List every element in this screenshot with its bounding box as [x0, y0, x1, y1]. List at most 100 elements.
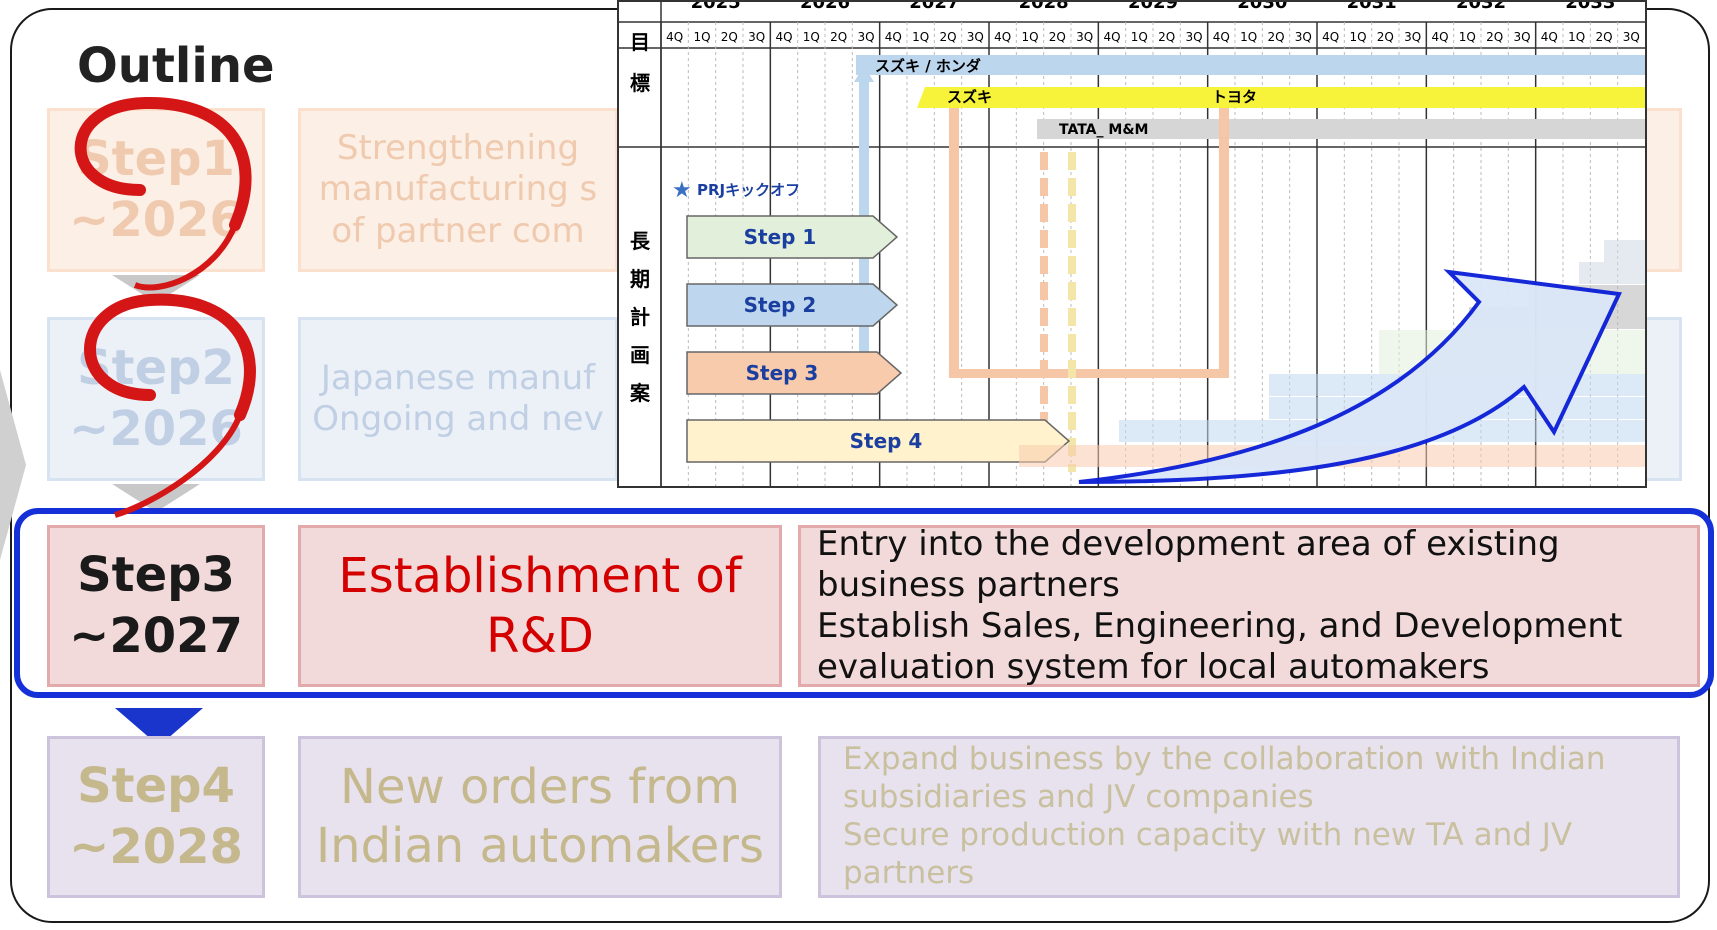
step3-desc-line: Establish Sales, Engineering, and Develo… — [817, 606, 1623, 646]
quarter-label: 4Q — [994, 30, 1011, 44]
quarter-label: 3Q — [1295, 30, 1312, 44]
stair-bar — [1604, 240, 1645, 262]
year-label: 2028 — [1019, 2, 1069, 13]
quarter-label: 3Q — [748, 30, 765, 44]
step3-label: Step3~2027 — [47, 525, 265, 687]
step4-title-line: Indian automakers — [315, 818, 765, 874]
step-bar — [686, 283, 899, 327]
step4-desc-line: Expand business by the collaboration wit… — [843, 741, 1606, 778]
quarter-label: 1Q — [1131, 30, 1148, 44]
goal-label: 標 — [630, 71, 650, 95]
step3-desc-line: evaluation system for local automakers — [817, 646, 1490, 687]
plan-label: 案 — [629, 381, 651, 405]
step3-desc-line: Entry into the development area of exist… — [817, 524, 1560, 565]
step3-period: ~2027 — [69, 608, 243, 664]
goal-bar-label: トヨタ — [1212, 88, 1257, 106]
quarter-label: 2Q — [1377, 30, 1394, 44]
growth-arrow-icon — [1078, 269, 1622, 484]
quarter-label: 1Q — [803, 30, 820, 44]
plan-label: 計 — [630, 305, 650, 329]
quarter-label: 4Q — [1541, 30, 1558, 44]
quarter-label: 2Q — [721, 30, 738, 44]
quarter-label: 4Q — [885, 30, 902, 44]
kickoff-label: PRJキックオフ — [697, 181, 800, 199]
quarter-label: 2Q — [1049, 30, 1066, 44]
year-label: 2033 — [1565, 2, 1615, 13]
quarter-label: 3Q — [967, 30, 984, 44]
step4-period: ~2028 — [69, 819, 243, 875]
plan-label: 長 — [630, 229, 651, 253]
step2-title-line: Ongoing and nev — [312, 399, 604, 439]
arrow-head-icon — [854, 66, 874, 82]
step3-name: Step3 — [77, 546, 235, 603]
goal-bar-tata — [1037, 119, 1645, 139]
quarter-label: 3Q — [1185, 30, 1202, 44]
outline-title: Outline — [77, 38, 275, 94]
step-bar-label: Step 4 — [850, 429, 923, 453]
quarter-label: 3Q — [857, 30, 874, 44]
year-label: 2030 — [1237, 2, 1287, 13]
quarter-label: 1Q — [1459, 30, 1476, 44]
goal-bar-suzuki-honda — [856, 55, 1645, 75]
step2-title-line: Japanese manuf — [320, 357, 596, 398]
goal-bar-suzuki-toyota — [917, 87, 1645, 108]
quarter-label: 2Q — [1158, 30, 1175, 44]
plan-label: 画 — [630, 343, 650, 367]
step-bar — [686, 215, 899, 259]
quarter-label: 4Q — [1431, 30, 1448, 44]
red-swirl-icon — [74, 96, 256, 518]
step-bar — [686, 351, 903, 395]
quarter-label: 1Q — [1349, 30, 1366, 44]
quarter-label: 3Q — [1404, 30, 1421, 44]
quarter-label: 2Q — [1267, 30, 1284, 44]
quarter-label: 2Q — [1595, 30, 1612, 44]
step3-desc: Entry into the development area of exist… — [798, 524, 1700, 687]
quarter-label: 4Q — [1103, 30, 1120, 44]
step3-desc-line: business partners — [817, 565, 1120, 606]
quarter-label: 1Q — [693, 30, 710, 44]
quarter-label: 1Q — [1021, 30, 1038, 44]
step4-title-line: New orders from — [340, 759, 740, 816]
step3-title-line: Establishment of — [338, 548, 742, 604]
plan-label: 期 — [630, 267, 650, 291]
step2-period: ~2026 — [69, 401, 243, 457]
year-label: 2027 — [909, 2, 959, 13]
step-bar-label: Step 2 — [744, 293, 817, 317]
step4-label: Step4~2028 — [47, 736, 265, 898]
goal-bar-label: スズキ / ホンダ — [875, 57, 981, 75]
quarter-label: 1Q — [912, 30, 929, 44]
quarter-label: 2Q — [939, 30, 956, 44]
quarter-label: 3Q — [1623, 30, 1640, 44]
quarter-label: 3Q — [1076, 30, 1093, 44]
quarter-label: 1Q — [1568, 30, 1585, 44]
step4-desc-line: Secure production capacity with new TA a… — [843, 817, 1573, 853]
quarter-label: 2Q — [1486, 30, 1503, 44]
step4-name: Step4 — [77, 757, 235, 814]
year-label: 2031 — [1347, 2, 1397, 13]
step1-title-line: Strengthening — [336, 127, 580, 168]
quarter-label: 3Q — [1513, 30, 1530, 44]
step4-desc: Expand business by the collaboration wit… — [818, 736, 1680, 898]
quarter-label: 4Q — [1213, 30, 1230, 44]
step1-title-line: of partner com — [331, 210, 585, 251]
arrow-connector — [949, 369, 1229, 378]
arrow-shaft — [949, 108, 959, 378]
quarter-label: 2Q — [830, 30, 847, 44]
quarter-label: 4Q — [775, 30, 792, 44]
quarter-label: 4Q — [666, 30, 683, 44]
step3-title-line: R&D — [486, 608, 594, 664]
star-icon: ★ — [672, 178, 692, 203]
year-label: 2026 — [800, 2, 850, 13]
goal-bar-label: TATA_ M&M — [1059, 122, 1148, 138]
step3-highlight — [14, 508, 1714, 698]
quarter-label: 4Q — [1322, 30, 1339, 44]
step-bar-label: Step 1 — [744, 225, 817, 249]
year-label: 2025 — [691, 2, 741, 13]
stair-bar — [1579, 262, 1645, 284]
step1-title-line: manufacturing s — [318, 169, 598, 210]
year-label: 2029 — [1128, 2, 1178, 13]
